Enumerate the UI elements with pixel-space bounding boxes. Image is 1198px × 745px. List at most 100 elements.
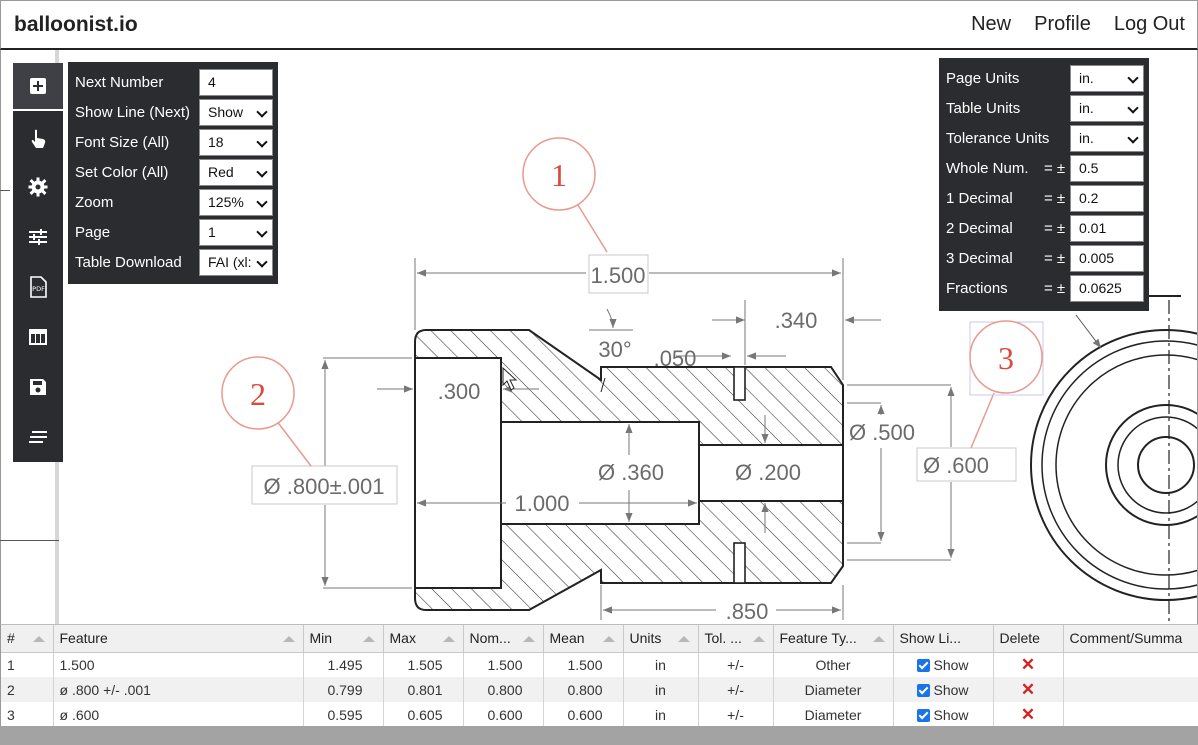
cell-feature[interactable]: ø .800 +/- .001 (53, 677, 304, 702)
cell-comment[interactable] (1063, 702, 1198, 727)
cell-mean[interactable]: 0.600 (543, 702, 624, 727)
table-row[interactable]: 2 ø .800 +/- .001 0.799 0.801 0.800 0.80… (1, 677, 1198, 702)
col-header-feature[interactable]: Feature (53, 625, 304, 653)
cell-tol[interactable]: +/- (698, 702, 774, 727)
col-header-feature-type[interactable]: Feature Ty... (773, 625, 894, 653)
cell-delete[interactable]: ✕ (993, 652, 1064, 677)
cell-min[interactable]: 1.495 (303, 652, 384, 677)
dim-200[interactable]: Ø .200 (735, 460, 801, 485)
cell-mean[interactable]: 0.800 (543, 677, 624, 702)
col-header-units[interactable]: Units (623, 625, 699, 653)
delete-x-icon[interactable]: ✕ (1020, 654, 1036, 674)
cell-mean[interactable]: 1.500 (543, 652, 624, 677)
cell-delete[interactable]: ✕ (993, 677, 1064, 702)
dim-800[interactable]: Ø .800±.001 (264, 474, 385, 499)
col-header-max[interactable]: Max (383, 625, 464, 653)
cell-show-line[interactable]: Show (893, 652, 994, 677)
cell-tol[interactable]: +/- (698, 677, 774, 702)
cell-feature[interactable]: 1.500 (53, 652, 304, 677)
col-header-show-line[interactable]: Show Li... (893, 625, 994, 653)
two-decimal-input[interactable]: 0.01 (1070, 215, 1144, 242)
dim-050[interactable]: .050 (654, 346, 697, 371)
col-header-min[interactable]: Min (303, 625, 384, 653)
cell-number[interactable]: 2 (1, 677, 54, 702)
save-tool[interactable] (13, 363, 63, 411)
cell-delete[interactable]: ✕ (993, 702, 1064, 727)
col-header-mean[interactable]: Mean (543, 625, 624, 653)
tolerance-tool[interactable] (13, 213, 63, 261)
dim-360[interactable]: Ø .360 (598, 460, 664, 485)
cell-nominal[interactable]: 0.800 (463, 677, 544, 702)
next-number-input[interactable]: 4 (199, 69, 273, 96)
settings-tool[interactable] (13, 163, 63, 211)
dim-box-1500[interactable] (588, 254, 649, 294)
set-color-select[interactable]: Red (199, 159, 273, 186)
cell-max[interactable]: 0.801 (383, 677, 464, 702)
dim-1000[interactable]: 1.000 (514, 491, 569, 516)
col-header-delete[interactable]: Delete (993, 625, 1064, 653)
one-decimal-input[interactable]: 0.2 (1070, 185, 1144, 212)
cell-nominal[interactable]: 1.500 (463, 652, 544, 677)
cell-feature-type[interactable]: Diameter (773, 702, 894, 727)
menu-tool[interactable] (13, 413, 63, 461)
cell-max[interactable]: 0.605 (383, 702, 464, 727)
select-tool[interactable] (13, 115, 63, 163)
table-row[interactable]: 3 ø .600 0.595 0.605 0.600 0.600 in +/- … (1, 702, 1198, 727)
checkbox-checked-icon[interactable] (917, 708, 931, 722)
balloon-3[interactable] (969, 320, 1043, 394)
cell-units[interactable]: in (623, 702, 699, 727)
cell-show-line[interactable]: Show (893, 702, 994, 727)
cell-feature-type[interactable]: Diameter (773, 677, 894, 702)
dim-300[interactable]: .300 (438, 379, 481, 404)
delete-x-icon[interactable]: ✕ (1020, 704, 1036, 724)
three-decimal-input[interactable]: 0.005 (1070, 245, 1144, 272)
cell-min[interactable]: 0.595 (303, 702, 384, 727)
tolerance-units-select[interactable]: in. (1070, 125, 1144, 152)
balloon-2[interactable] (221, 356, 295, 430)
cell-units[interactable]: in (623, 652, 699, 677)
col-header-number[interactable]: # (1, 625, 54, 653)
cell-feature-type[interactable]: Other (773, 652, 894, 677)
table-row[interactable]: 1 1.500 1.495 1.505 1.500 1.500 in +/- O… (1, 652, 1198, 677)
nav-logout[interactable]: Log Out (1113, 13, 1185, 35)
delete-x-icon[interactable]: ✕ (1020, 679, 1036, 699)
dim-30deg[interactable]: 30° (598, 337, 631, 362)
table-units-select[interactable]: in. (1070, 95, 1144, 122)
dim-box-800[interactable] (251, 465, 398, 505)
cell-comment[interactable] (1063, 677, 1198, 702)
dim-340[interactable]: .340 (775, 308, 818, 333)
fractions-input[interactable]: 0.0625 (1070, 275, 1144, 302)
whole-num-input[interactable]: 0.5 (1070, 155, 1144, 182)
horizontal-scrollbar[interactable] (0, 726, 1198, 745)
engineering-drawing[interactable]: 1.500 .340 30° .050 .300 Ø .800±.001 Ø .… (1, 50, 1198, 624)
cell-units[interactable]: in (623, 677, 699, 702)
brand-logo[interactable]: balloonist.io (14, 13, 138, 36)
cell-min[interactable]: 0.799 (303, 677, 384, 702)
col-header-nominal[interactable]: Nom... (463, 625, 544, 653)
zoom-select[interactable]: 125% (199, 189, 273, 216)
nav-profile[interactable]: Profile (1034, 13, 1091, 35)
dim-box-600[interactable] (916, 447, 1017, 482)
dim-1500[interactable]: 1.500 (590, 263, 645, 288)
cell-comment[interactable] (1063, 652, 1198, 677)
cell-number[interactable]: 1 (1, 652, 54, 677)
table-download-select[interactable]: FAI (xl: (199, 249, 273, 276)
balloon-1[interactable] (522, 137, 596, 211)
page-select[interactable]: 1 (199, 219, 273, 246)
pdf-tool[interactable]: PDF (13, 263, 63, 311)
dim-600[interactable]: Ø .600 (923, 453, 989, 478)
add-balloon-tool[interactable] (13, 63, 63, 111)
cell-number[interactable]: 3 (1, 702, 54, 727)
col-header-comment[interactable]: Comment/Summa (1063, 625, 1198, 653)
cell-show-line[interactable]: Show (893, 677, 994, 702)
show-line-select[interactable]: Show (199, 99, 273, 126)
font-size-select[interactable]: 18 (199, 129, 273, 156)
cell-feature[interactable]: ø .600 (53, 702, 304, 727)
cell-tol[interactable]: +/- (698, 652, 774, 677)
nav-new[interactable]: New (971, 13, 1012, 35)
page-units-select[interactable]: in. (1070, 65, 1144, 92)
table-tool[interactable] (13, 313, 63, 361)
checkbox-checked-icon[interactable] (917, 658, 931, 672)
col-header-tol[interactable]: Tol. ... (698, 625, 774, 653)
cell-max[interactable]: 1.505 (383, 652, 464, 677)
